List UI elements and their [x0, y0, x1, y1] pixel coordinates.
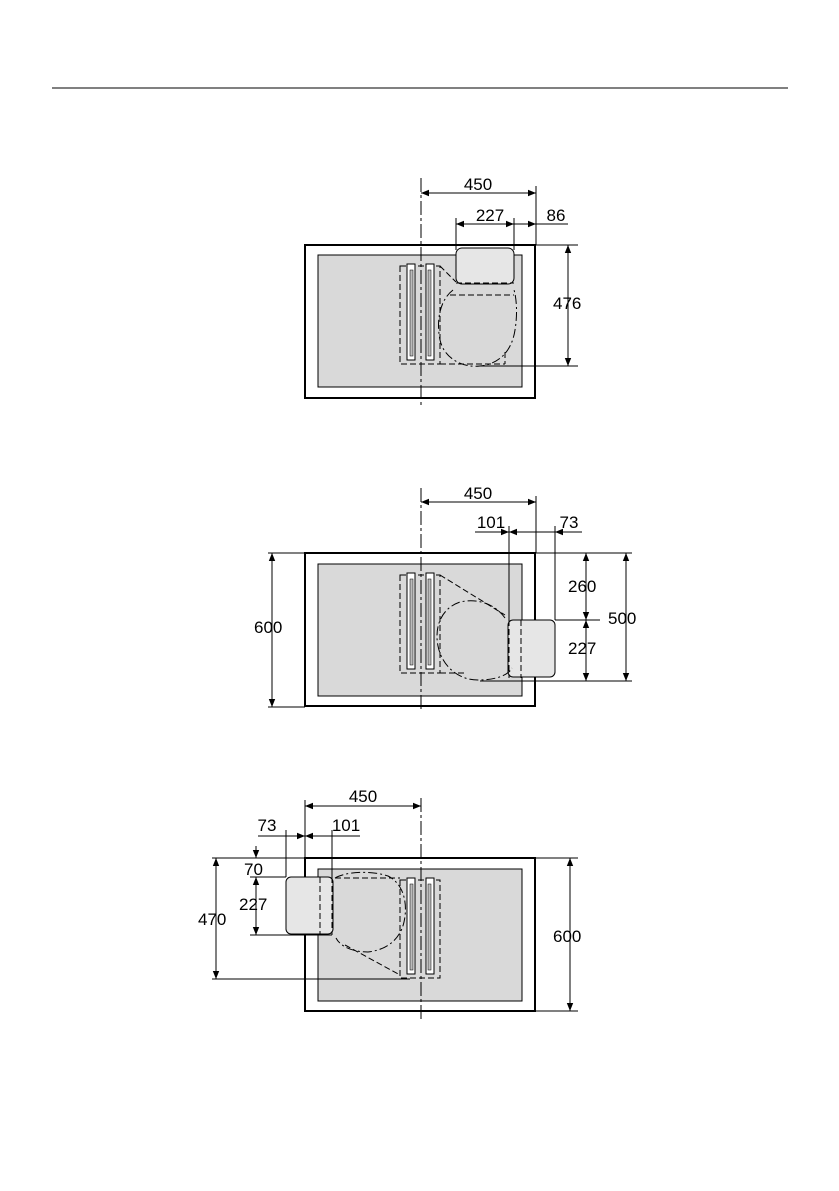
- dim-600: 600: [553, 927, 581, 946]
- dim-450: 450: [464, 484, 492, 503]
- dim-600: 600: [254, 618, 282, 637]
- diagram-top: 450 227 86 476: [304, 175, 581, 408]
- dim-450: 450: [464, 175, 492, 194]
- blower-housing: [436, 600, 513, 681]
- dim-73: 73: [258, 816, 277, 835]
- dim-101: 101: [332, 816, 360, 835]
- dim-70: 70: [244, 860, 263, 879]
- dim-260: 260: [568, 577, 596, 596]
- dim-500: 500: [608, 609, 636, 628]
- diagram-bottom: 450 73 101 70 227 470 600: [198, 787, 581, 1020]
- hood-outline: [399, 574, 441, 674]
- hood-outline: [399, 265, 441, 365]
- hob-surface: [317, 563, 523, 697]
- dim-86: 86: [547, 206, 566, 225]
- hood-outline: [399, 879, 441, 979]
- dim-227: 227: [476, 206, 504, 225]
- duct-box: [285, 876, 334, 935]
- dim-470: 470: [198, 910, 226, 929]
- hob-surface: [317, 868, 523, 1002]
- blower-housing: [334, 871, 406, 953]
- dim-73: 73: [560, 513, 579, 532]
- dim-101: 101: [477, 513, 505, 532]
- dim-227: 227: [239, 895, 267, 914]
- duct-box: [507, 619, 556, 678]
- duct-box: [455, 247, 515, 285]
- dim-476: 476: [553, 294, 581, 313]
- dim-227: 227: [568, 639, 596, 658]
- diagram-middle: 450 101 73 600 260 227 500: [254, 484, 636, 712]
- dim-450: 450: [349, 787, 377, 806]
